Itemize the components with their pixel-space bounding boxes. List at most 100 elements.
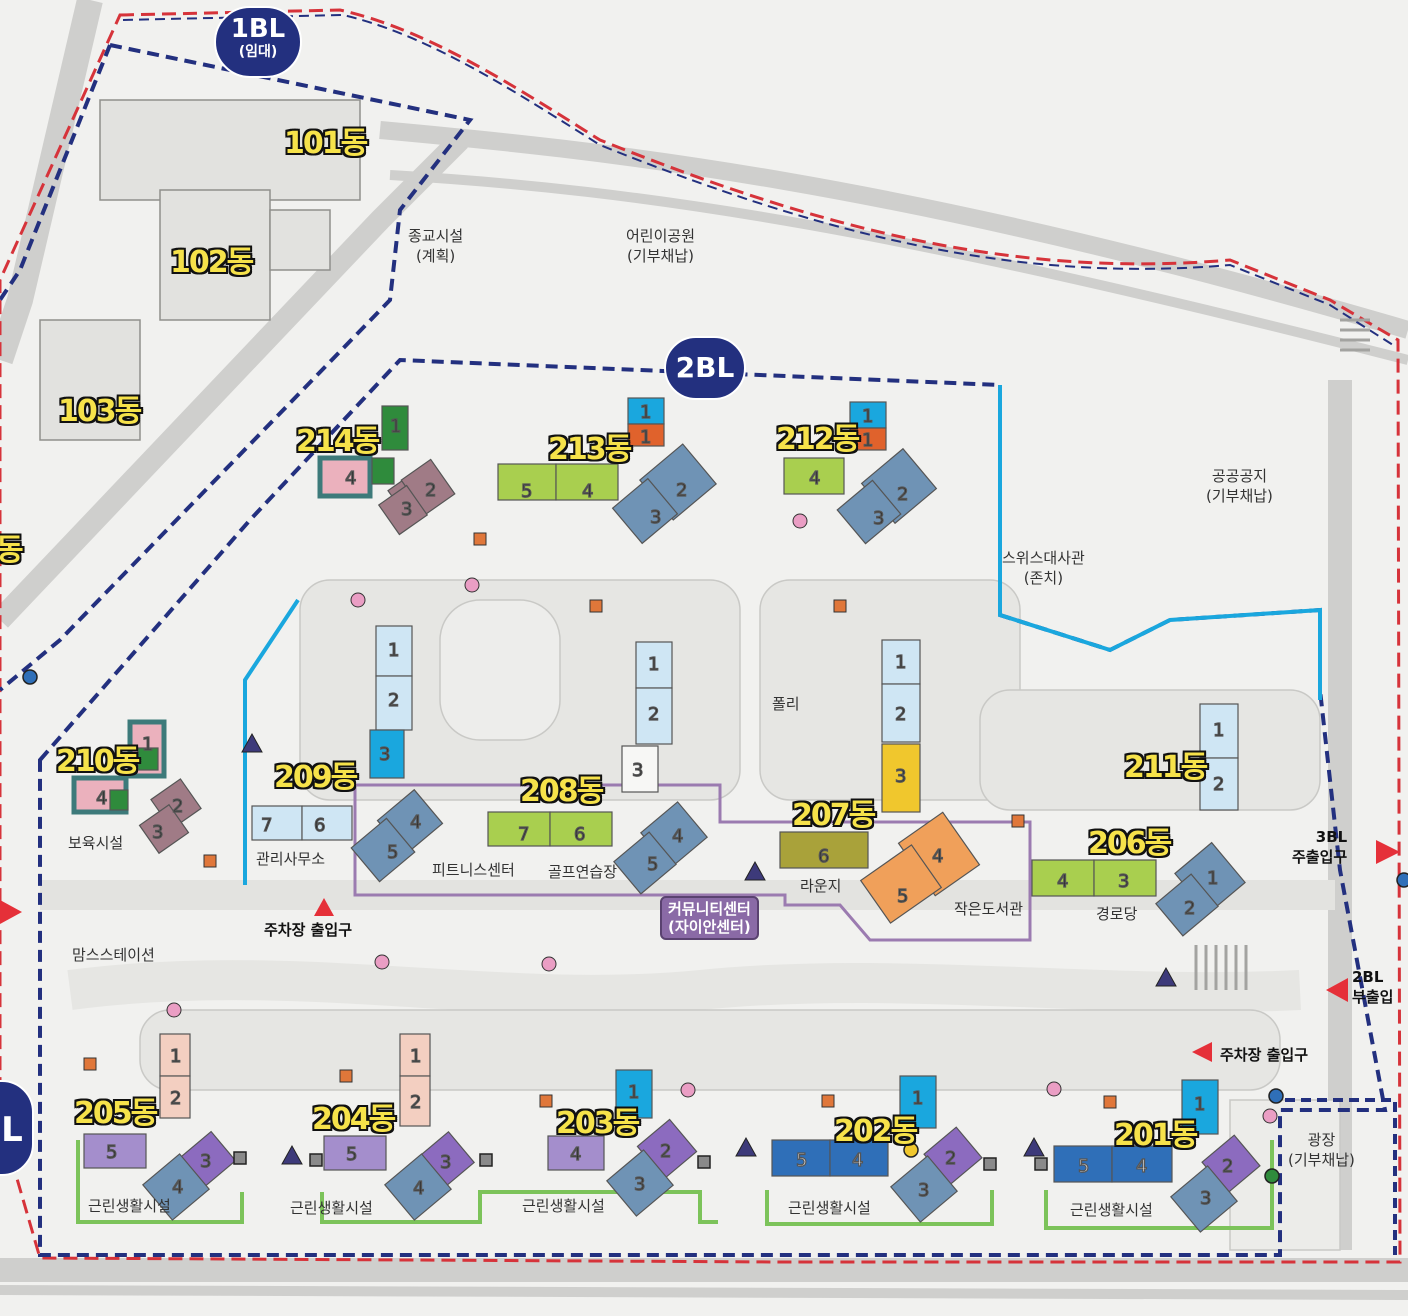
senior-center-label: 경로당 xyxy=(1096,905,1138,923)
svg-text:3: 3 xyxy=(895,766,906,787)
community-center-sub: (자이안센터) xyxy=(668,918,751,936)
folly-label: 폴리 xyxy=(772,695,800,713)
svg-text:2: 2 xyxy=(897,484,908,505)
outer-boundary xyxy=(0,8,1402,1264)
swiss-embassy: 스위스대사관 (존치) xyxy=(1002,548,1085,588)
building-203: 14 23 xyxy=(547,1069,698,1217)
svg-text:2: 2 xyxy=(895,704,906,725)
svg-text:2: 2 xyxy=(676,480,687,501)
svg-text:1: 1 xyxy=(648,654,659,675)
svg-text:1: 1 xyxy=(628,1082,639,1103)
block-3bl-entrance: 3BL 주출입구 xyxy=(1292,828,1347,867)
svg-text:2: 2 xyxy=(170,1088,181,1109)
svg-text:1: 1 xyxy=(862,430,873,451)
svg-text:4: 4 xyxy=(932,846,943,867)
retail-label-205: 근린생활시설 xyxy=(88,1197,171,1215)
svg-text:1: 1 xyxy=(1207,868,1218,889)
svg-text:1: 1 xyxy=(170,1046,181,1067)
swiss-embassy-name: 스위스대사관 xyxy=(1002,549,1085,567)
retail-lines xyxy=(76,1140,1274,1230)
svg-text:5: 5 xyxy=(521,481,532,502)
svg-text:3: 3 xyxy=(401,499,412,520)
moms-station-label: 맘스스테이션 xyxy=(72,946,155,964)
public-land: 공공공지 (기부채납) xyxy=(1206,466,1273,506)
label-208: 208동 xyxy=(520,774,604,809)
svg-text:2: 2 xyxy=(172,796,183,817)
svg-text:4: 4 xyxy=(582,481,593,502)
svg-text:7: 7 xyxy=(261,815,272,836)
svg-text:4: 4 xyxy=(809,468,820,489)
outer-boundary-blue xyxy=(122,13,1394,346)
label-204: 204동 xyxy=(312,1102,396,1137)
library-label: 작은도서관 xyxy=(954,900,1024,918)
svg-text:4: 4 xyxy=(172,1177,183,1198)
navy-triangle-markers xyxy=(241,732,1177,1165)
svg-text:3: 3 xyxy=(152,822,163,843)
svg-text:3: 3 xyxy=(634,1174,645,1195)
gray-square-markers xyxy=(233,1151,1048,1171)
label-214: 214동 xyxy=(296,424,380,459)
retail-label-202: 근린생활시설 xyxy=(788,1199,871,1217)
block-2bl-side-entrance: 2BL 부출입 xyxy=(1352,968,1393,1007)
building-214: 14 23 xyxy=(317,405,456,536)
block-2bl-name: 2BL xyxy=(675,351,735,384)
label-203: 203동 xyxy=(556,1106,640,1141)
svg-text:4: 4 xyxy=(852,1150,863,1171)
golf-label: 골프연습장 xyxy=(548,863,618,881)
block-2bl-side-entrance-label: 부출입 xyxy=(1352,988,1394,1006)
svg-text:4: 4 xyxy=(672,826,683,847)
religious-facility: 종교시설 (계획) xyxy=(408,226,463,266)
svg-text:2: 2 xyxy=(425,480,436,501)
label-207: 207동 xyxy=(792,798,876,833)
svg-text:5: 5 xyxy=(1078,1156,1089,1177)
public-land-status: (기부채납) xyxy=(1206,487,1273,505)
childcare-label: 보육시설 xyxy=(68,834,124,852)
svg-text:5: 5 xyxy=(897,886,908,907)
plaza-name: 광장 xyxy=(1307,1131,1336,1149)
dot-markers xyxy=(22,669,1408,1184)
label-102: 102동 xyxy=(170,245,254,280)
swiss-embassy-status: (존치) xyxy=(1023,569,1064,587)
svg-text:3: 3 xyxy=(440,1152,451,1173)
svg-text:5: 5 xyxy=(647,854,658,875)
label-205: 205동 xyxy=(74,1096,158,1131)
svg-text:7: 7 xyxy=(518,824,529,845)
svg-text:5: 5 xyxy=(796,1150,807,1171)
label-211: 211동 xyxy=(1124,750,1208,785)
community-center-name: 커뮤니티센터 xyxy=(668,900,751,918)
label-212: 212동 xyxy=(776,422,860,457)
svg-text:4: 4 xyxy=(410,812,421,833)
parking-entrance-left: 주차장 출입구 xyxy=(264,921,353,939)
retail-label-201: 근린생활시설 xyxy=(1070,1201,1153,1219)
building-212: 1 1 4 2 3 xyxy=(783,401,938,545)
svg-text:4: 4 xyxy=(96,788,107,809)
childrens-park-name: 어린이공원 xyxy=(626,227,696,245)
pink-circle-markers xyxy=(166,513,1278,1124)
svg-text:1: 1 xyxy=(862,406,873,427)
religious-facility-status: (계획) xyxy=(415,247,456,265)
lounge-label: 라운지 xyxy=(800,877,842,895)
svg-text:1: 1 xyxy=(410,1046,421,1067)
svg-text:2: 2 xyxy=(1184,898,1195,919)
svg-text:3: 3 xyxy=(632,760,643,781)
block-2bl-side-name: 2BL xyxy=(1352,968,1384,986)
plaza-status: (기부채납) xyxy=(1288,1151,1355,1169)
block-1bl-marker: 1BL (임대) xyxy=(214,6,302,78)
svg-text:3: 3 xyxy=(200,1151,211,1172)
block-1bl-name: 1BL xyxy=(230,14,286,44)
parking-entrance-right: 주차장 출입구 xyxy=(1220,1046,1309,1064)
label-206: 206동 xyxy=(1088,826,1172,861)
svg-text:3: 3 xyxy=(873,508,884,529)
block1-boundary xyxy=(0,43,474,692)
svg-text:5: 5 xyxy=(346,1144,357,1165)
svg-text:6: 6 xyxy=(818,846,829,867)
svg-text:2: 2 xyxy=(1213,774,1224,795)
svg-text:2: 2 xyxy=(660,1141,671,1162)
